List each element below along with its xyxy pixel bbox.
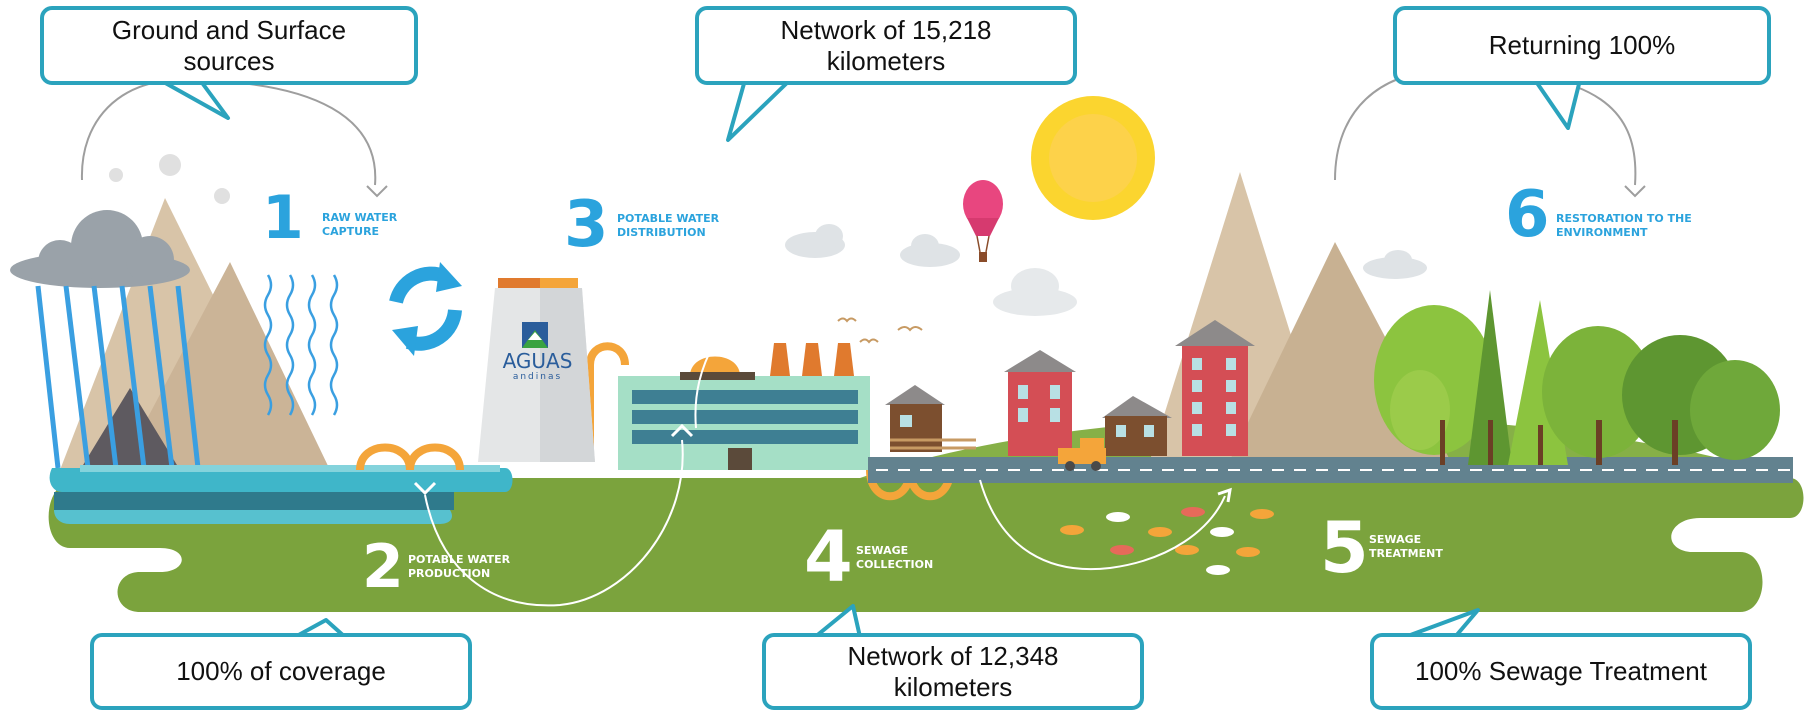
step-4-label: SEWAGE COLLECTION (856, 544, 934, 571)
arrow-up-right-icon (1217, 487, 1232, 503)
evaporation-waves-icon (263, 274, 339, 416)
fence (890, 438, 976, 450)
step-6-label: RESTORATION TO THE ENVIRONMENT (1556, 212, 1692, 239)
step-3-label: POTABLE WATER DISTRIBUTION (617, 212, 720, 239)
callout-distribution-network: Network of 15,218 kilometers (695, 6, 1077, 85)
step-5-label: SEWAGE TREATMENT (1369, 533, 1443, 560)
ground-terrain (48, 478, 1804, 612)
step-2-label: POTABLE WATER PRODUCTION (408, 553, 511, 580)
callout-sewage-treatment: 100% Sewage Treatment (1370, 633, 1752, 710)
rain-cloud-icon (10, 210, 190, 288)
bubble-icon (159, 154, 181, 176)
bubble-icon (109, 168, 123, 182)
chevron-up-icon (670, 423, 694, 438)
cloud-icon (1363, 250, 1427, 279)
river-highlight (80, 465, 500, 472)
recycle-arrowhead (436, 262, 462, 292)
cloud-icon (785, 224, 845, 258)
step-1-label: RAW WATER CAPTURE (322, 211, 398, 238)
logo-subtitle: andinas (512, 372, 563, 382)
callout-pointer (1533, 78, 1582, 130)
rain-icon (35, 285, 201, 469)
step-3-number: 3 (564, 188, 609, 262)
cloud-icon (993, 268, 1077, 316)
chevron-down-icon (366, 185, 388, 198)
step-5-number: 5 (1320, 507, 1369, 589)
mountain-left-dark (80, 388, 180, 470)
river-band (54, 492, 454, 510)
flow-arrows (424, 268, 1226, 607)
callout-pointer (158, 78, 230, 120)
step-4-number: 4 (804, 516, 853, 598)
logo-name: AGUAS (502, 349, 573, 373)
forest (1374, 290, 1780, 465)
aguas-andinas-logo (522, 322, 548, 348)
house-brown (885, 385, 945, 452)
step-2-number: 2 (362, 532, 404, 602)
callout-coverage: 100% of coverage (90, 633, 472, 710)
chevron-down-icon (963, 419, 987, 434)
water-tower (478, 278, 595, 462)
river (49, 468, 513, 492)
river-shore (54, 510, 452, 524)
step-1-number: 1 (262, 183, 304, 253)
step-6-number: 6 (1505, 178, 1550, 252)
cloud-icon (900, 234, 960, 267)
house-red-tall (1175, 320, 1255, 456)
callout-returning: Returning 100% (1393, 6, 1771, 85)
house-red (1004, 350, 1076, 456)
callout-connectors (80, 68, 1637, 186)
bubble-icon (214, 188, 230, 204)
chevron-down-icon (413, 481, 437, 496)
road (868, 457, 1793, 483)
house-brown-small (1102, 396, 1172, 456)
treatment-bubbles-icon (1060, 507, 1274, 575)
treatment-plant (618, 343, 870, 470)
hot-air-balloon-icon (963, 180, 1003, 262)
truck-icon (1058, 438, 1106, 471)
bird-icon (837, 317, 923, 344)
callout-sewage-network: Network of 12,348 kilometers (762, 633, 1144, 710)
callout-pointer (726, 78, 792, 142)
mountain-left-front (120, 262, 330, 470)
recycle-arrowhead (392, 326, 418, 356)
callout-sources: Ground and Surface sources (40, 6, 418, 85)
sun-icon (1031, 96, 1155, 220)
chevron-down-icon (1624, 185, 1646, 198)
